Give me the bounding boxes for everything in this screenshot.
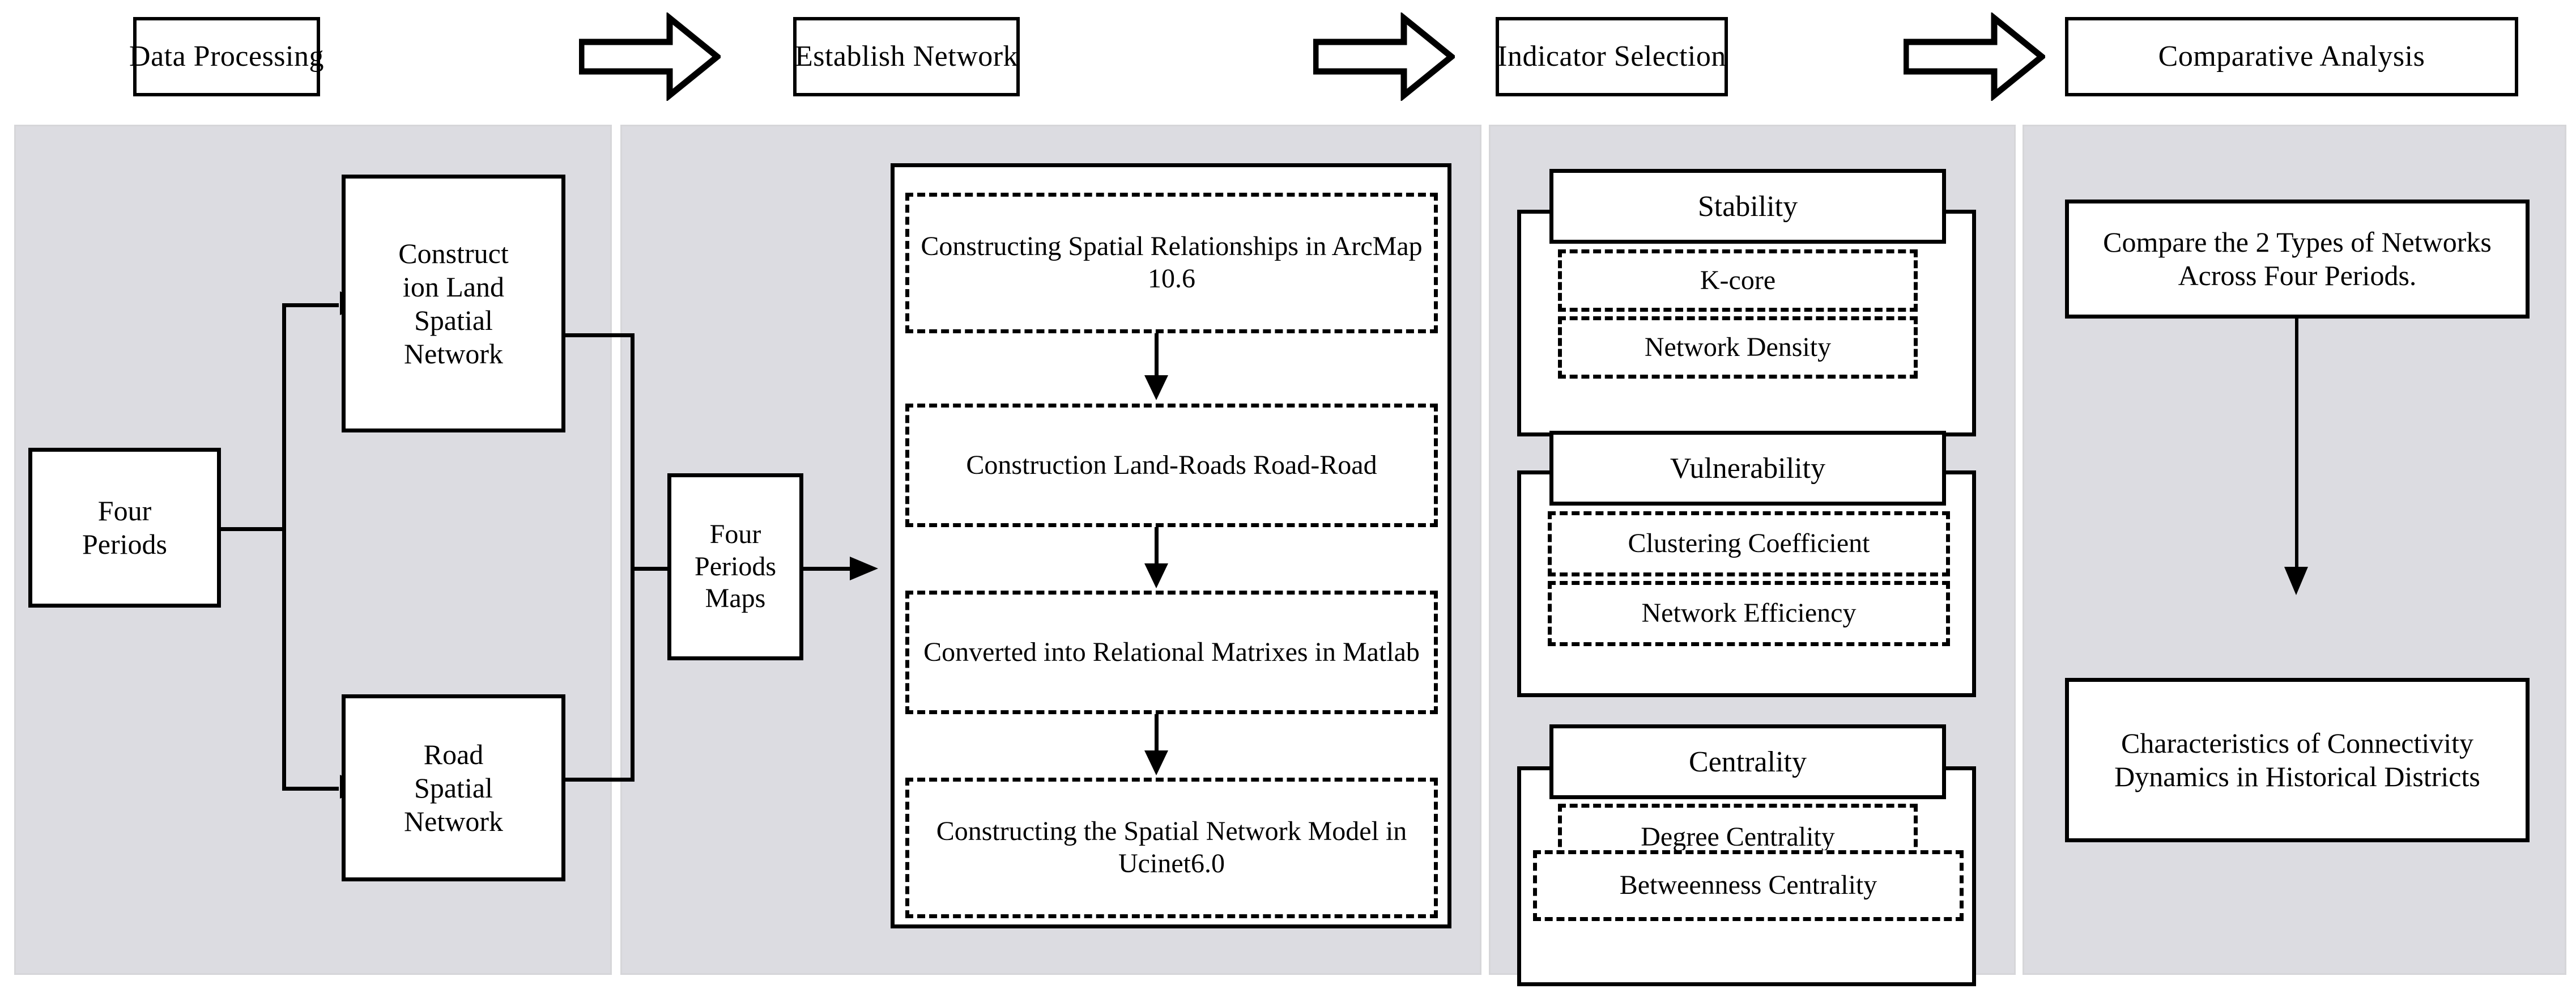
indicator-group-title-label: Stability (1697, 190, 1798, 223)
connector-compare-to-characteristics (2295, 317, 2298, 575)
connector-four-periods-trunk (282, 303, 286, 791)
stage-header-label: Establish Network (794, 40, 1019, 73)
stage-header-indicator-selection[interactable]: Indicator Selection (1496, 17, 1728, 96)
node-characteristics-of-connectivity-dynamics[interactable]: Characteristics of Connectivity Dynamics… (2065, 678, 2530, 842)
stage-header-label: Data Processing (129, 40, 324, 73)
step-box-constructing-spatial-network-model[interactable]: Constructing the Spatial Network Model i… (905, 778, 1438, 918)
connector-merge-top (564, 333, 635, 337)
stage-header-label: Comparative Analysis (2158, 40, 2425, 73)
node-label: Road Spatial Network (404, 738, 503, 837)
node-label: Four Periods (82, 495, 167, 560)
connector-merge-stem (631, 567, 690, 571)
indicator-group-stability-title[interactable]: Stability (1549, 169, 1946, 244)
connector-step1-step2 (1155, 333, 1159, 380)
step-box-converted-into-relational-matrixes[interactable]: Converted into Relational Matrixes in Ma… (905, 591, 1438, 714)
block-arrow-right-icon-2 (1312, 11, 1457, 102)
indicator-label: Clustering Coefficient (1628, 528, 1870, 559)
connector-merge-trunk (631, 333, 635, 781)
indicator-label: K-core (1700, 265, 1776, 295)
indicator-label: Degree Centrality (1641, 821, 1835, 852)
node-label: Characteristics of Connectivity Dynamics… (2114, 727, 2480, 792)
indicator-label: Network Density (1644, 332, 1832, 362)
indicator-group-title-label: Centrality (1689, 745, 1807, 778)
connector-maps-out (803, 567, 854, 571)
block-arrow-right-icon-3 (1902, 11, 2047, 102)
indicator-group-title-label: Vulnerability (1670, 452, 1826, 485)
connector-merge-bottom (564, 778, 635, 782)
node-label: Construct ion Land Spatial Network (398, 237, 509, 370)
step-label: Converted into Relational Matrixes in Ma… (923, 637, 1420, 667)
connector-branch-bottom (282, 787, 339, 791)
stage-header-label: Indicator Selection (1497, 40, 1726, 73)
node-road-spatial-network[interactable]: Road Spatial Network (342, 694, 565, 881)
step-label: Constructing Spatial Relationships in Ar… (921, 231, 1423, 294)
indicator-group-vulnerability-title[interactable]: Vulnerability (1549, 431, 1946, 506)
indicator-box-betweenness-centrality[interactable]: Betweenness Centrality (1533, 850, 1964, 921)
step-box-constructing-spatial-relationships[interactable]: Constructing Spatial Relationships in Ar… (905, 193, 1438, 333)
indicator-label: Network Efficiency (1641, 598, 1857, 629)
indicator-box-network-efficiency[interactable]: Network Efficiency (1548, 581, 1950, 646)
stage-header-comparative-analysis[interactable]: Comparative Analysis (2065, 17, 2518, 96)
step-label: Constructing the Spatial Network Model i… (936, 816, 1407, 879)
block-arrow-right-icon-1 (578, 11, 722, 102)
connector-branch-top (282, 303, 339, 307)
step-label: Construction Land-Roads Road-Road (966, 449, 1377, 480)
node-four-periods-maps[interactable]: Four Periods Maps (667, 473, 803, 660)
indicator-box-network-density[interactable]: Network Density (1558, 316, 1918, 379)
connector-step3-step4 (1155, 714, 1159, 755)
indicator-box-k-core[interactable]: K-core (1558, 249, 1918, 312)
connector-four-periods-stem (218, 527, 286, 531)
node-four-periods[interactable]: Four Periods (28, 448, 221, 608)
node-construction-land-spatial-network[interactable]: Construct ion Land Spatial Network (342, 175, 565, 432)
connector-step2-step3 (1155, 527, 1159, 568)
node-compare-two-types-of-networks[interactable]: Compare the 2 Types of Networks Across F… (2065, 200, 2530, 319)
indicator-box-clustering-coefficient[interactable]: Clustering Coefficient (1548, 511, 1950, 576)
node-label: Compare the 2 Types of Networks Across F… (2103, 226, 2492, 291)
step-box-construction-land-roads[interactable]: Construction Land-Roads Road-Road (905, 404, 1438, 527)
node-label: Four Periods Maps (695, 519, 776, 614)
indicator-label: Betweenness Centrality (1619, 870, 1877, 901)
indicator-group-centrality-title[interactable]: Centrality (1549, 724, 1946, 799)
stage-header-establish-network[interactable]: Establish Network (793, 17, 1020, 96)
stage-header-data-processing[interactable]: Data Processing (129, 17, 324, 96)
